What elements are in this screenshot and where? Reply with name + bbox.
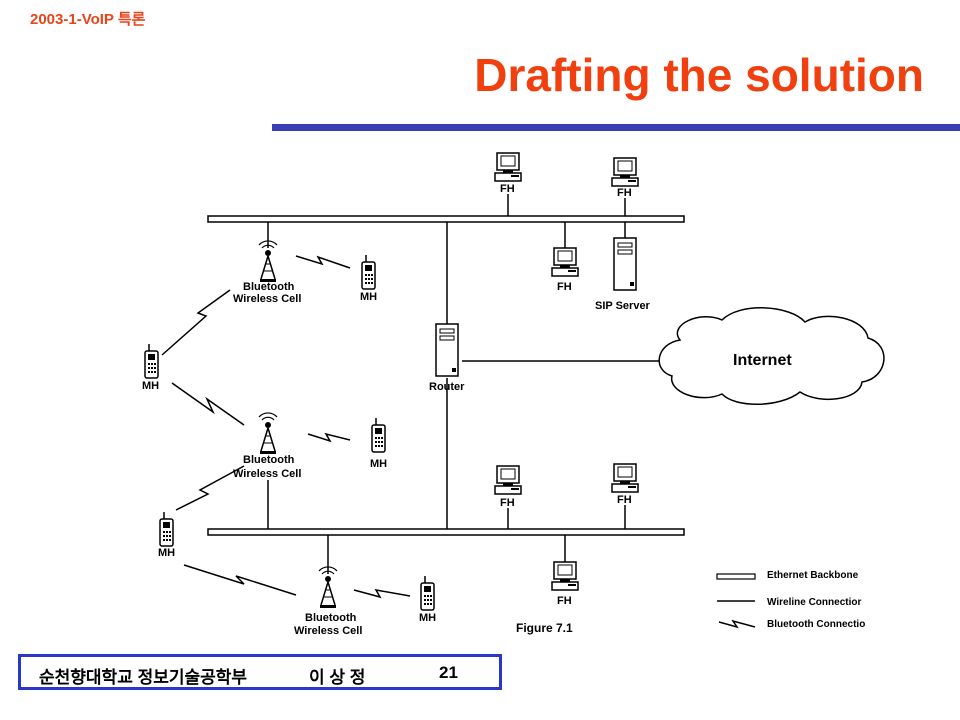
router-icon	[435, 323, 459, 377]
sip-server-icon	[613, 237, 637, 291]
fh-computer-icon	[494, 465, 522, 495]
mh-label: MH	[419, 612, 436, 624]
fh-label: FH	[617, 494, 632, 506]
footer-department: 순천향대학교 정보기술공학부	[39, 668, 248, 687]
bluetooth-cell-label: Bluetooth	[243, 281, 295, 293]
bluetooth-cell-label: Wireless Cell	[294, 625, 362, 637]
mh-phone-icon	[144, 343, 159, 379]
wireline-connections	[267, 194, 666, 574]
footer: 순천향대학교 정보기술공학부 이 상 정 21	[18, 654, 502, 690]
mh-label: MH	[360, 291, 377, 303]
fh-computer-icon	[551, 561, 579, 591]
bluetooth-antenna-icon	[258, 412, 278, 455]
bluetooth-cell-label: Wireless Cell	[233, 468, 301, 480]
mh-phone-icon	[420, 575, 435, 611]
legend-bluetooth-swatch	[718, 619, 756, 629]
sip-server-label: SIP Server	[595, 300, 651, 312]
mh-phone-icon	[159, 511, 174, 547]
router-label: Router	[429, 381, 465, 393]
fh-label: FH	[500, 497, 515, 509]
fh-label: FH	[500, 183, 515, 195]
fh-computer-icon	[611, 157, 639, 187]
legend-bluetooth-label: Bluetooth Connectio	[767, 619, 865, 630]
title-divider	[272, 124, 960, 131]
fh-computer-icon	[494, 152, 522, 182]
internet-cloud	[658, 307, 885, 405]
mh-label: MH	[370, 458, 387, 470]
fh-label: FH	[617, 187, 632, 199]
fh-label: FH	[557, 281, 572, 293]
ethernet-backbone-bottom	[207, 528, 685, 536]
legend-ethernet-label: Ethernet Backbone	[767, 570, 859, 581]
fh-label: FH	[557, 595, 572, 607]
page-number: 21	[439, 663, 458, 682]
bluetooth-connections	[161, 255, 411, 599]
legend: Ethernet Backbone Wireline Connectior Bl…	[716, 570, 865, 630]
fh-computer-icon	[611, 463, 639, 493]
ethernet-backbone-top	[207, 215, 685, 223]
slide-title: Drafting the solution	[474, 49, 924, 101]
legend-wireline-label: Wireline Connectior	[767, 597, 861, 608]
fh-computer-icon	[551, 247, 579, 277]
course-label: 2003-1-VoIP 특론	[30, 11, 146, 28]
footer-author: 이 상 정	[309, 668, 366, 687]
mh-label: MH	[142, 380, 159, 392]
internet-label: Internet	[733, 352, 792, 369]
mh-phone-icon	[361, 254, 376, 290]
mh-label: MH	[158, 547, 175, 559]
bluetooth-cell-label: Bluetooth	[243, 454, 295, 466]
legend-ethernet-swatch	[716, 573, 756, 580]
bluetooth-cell-label: Bluetooth	[305, 612, 357, 624]
bluetooth-cell-label: Wireless Cell	[233, 293, 301, 305]
mh-phone-icon	[371, 417, 386, 453]
figure-caption: Figure 7.1	[516, 621, 573, 635]
